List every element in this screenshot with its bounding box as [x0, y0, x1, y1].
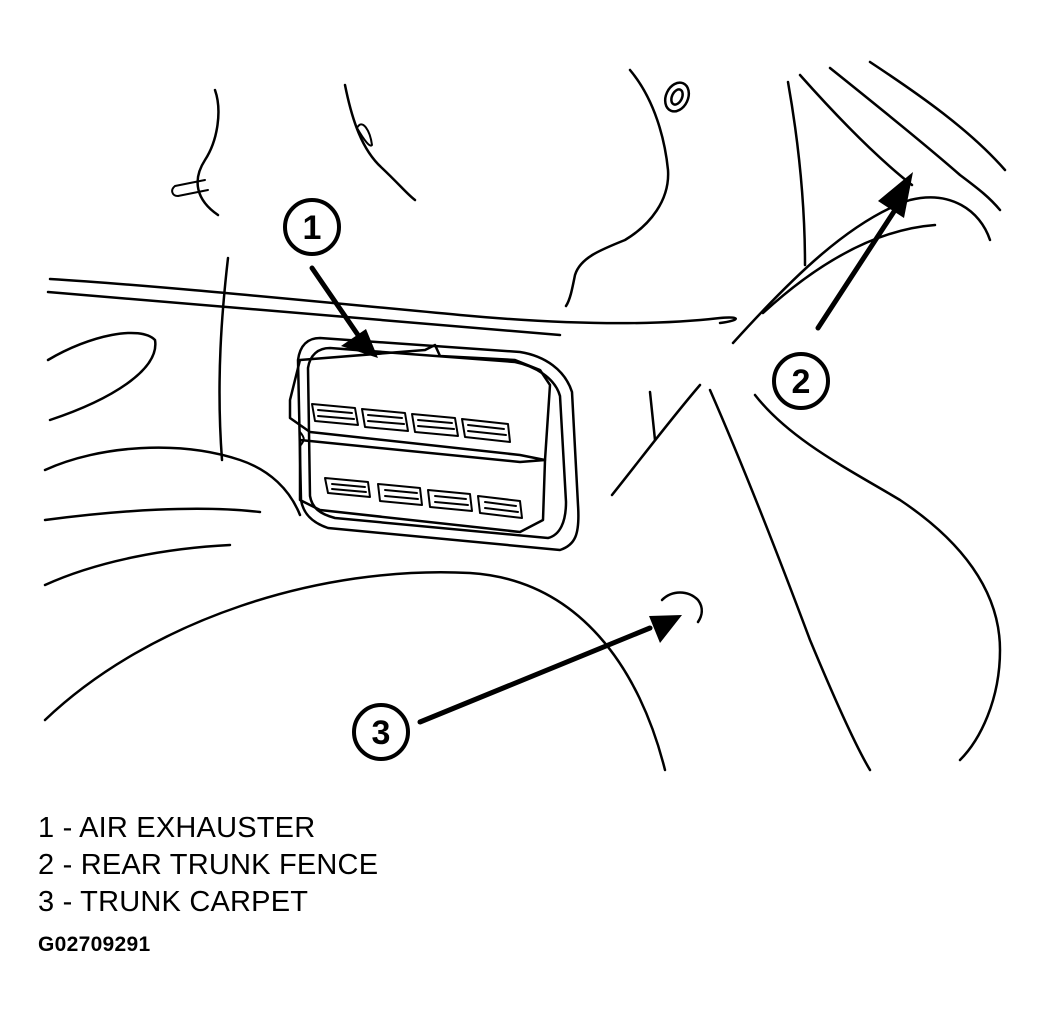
upper-vent-slats — [311, 403, 511, 443]
svg-text:3: 3 — [372, 714, 391, 752]
body-panel-lines — [43, 60, 1007, 772]
trunk-illustration: 1 2 3 — [43, 60, 1007, 772]
lower-vent-slats — [324, 477, 523, 519]
callout-arrows — [309, 207, 898, 725]
legend: 1 - AIR EXHAUSTER 2 - REAR TRUNK FENCE 3… — [38, 810, 378, 921]
callout-1: 1 — [283, 198, 341, 256]
arrow-2 — [815, 207, 898, 331]
arrow-3 — [417, 625, 653, 725]
figure-id: G02709291 — [38, 933, 151, 956]
arrow-1 — [309, 265, 361, 338]
legend-item-air-exhauster: 1 - AIR EXHAUSTER — [38, 812, 316, 844]
callout-3: 3 — [352, 703, 410, 761]
arrowheads — [341, 172, 913, 643]
legend-item-rear-trunk-fence: 2 - REAR TRUNK FENCE — [38, 849, 379, 881]
callout-2: 2 — [772, 352, 830, 410]
svg-text:2: 2 — [792, 363, 811, 401]
arrowhead-1 — [341, 329, 378, 358]
arrowhead-2 — [878, 172, 913, 218]
svg-text:1: 1 — [303, 209, 322, 247]
arrowhead-3 — [649, 615, 682, 643]
air-exhauster — [288, 336, 580, 552]
legend-item-trunk-carpet: 3 - TRUNK CARPET — [38, 886, 309, 918]
